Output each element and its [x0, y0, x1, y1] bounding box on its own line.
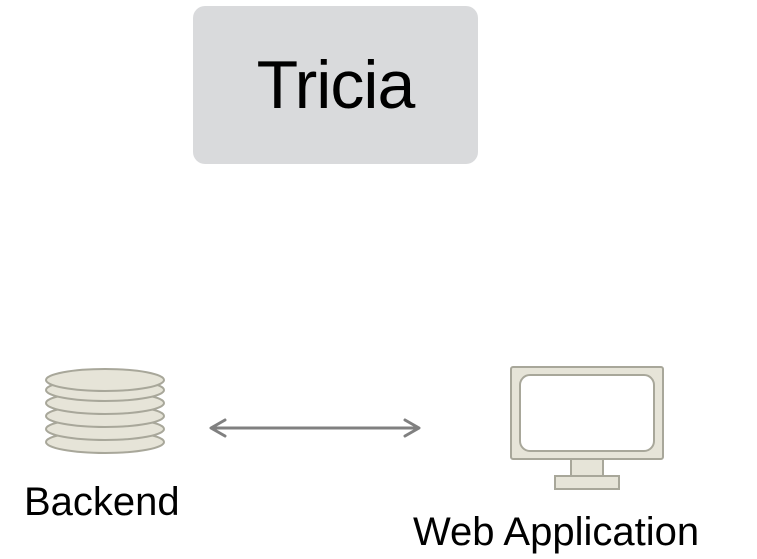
diagram-title: Tricia: [256, 47, 416, 123]
backend-label: Backend: [24, 480, 180, 524]
monitor-icon: [510, 366, 664, 490]
title-box: Tricia: [193, 6, 478, 164]
web-application-label: Web Application: [413, 510, 700, 554]
bidirectional-arrow: [209, 418, 421, 438]
database-icon: [45, 368, 165, 454]
